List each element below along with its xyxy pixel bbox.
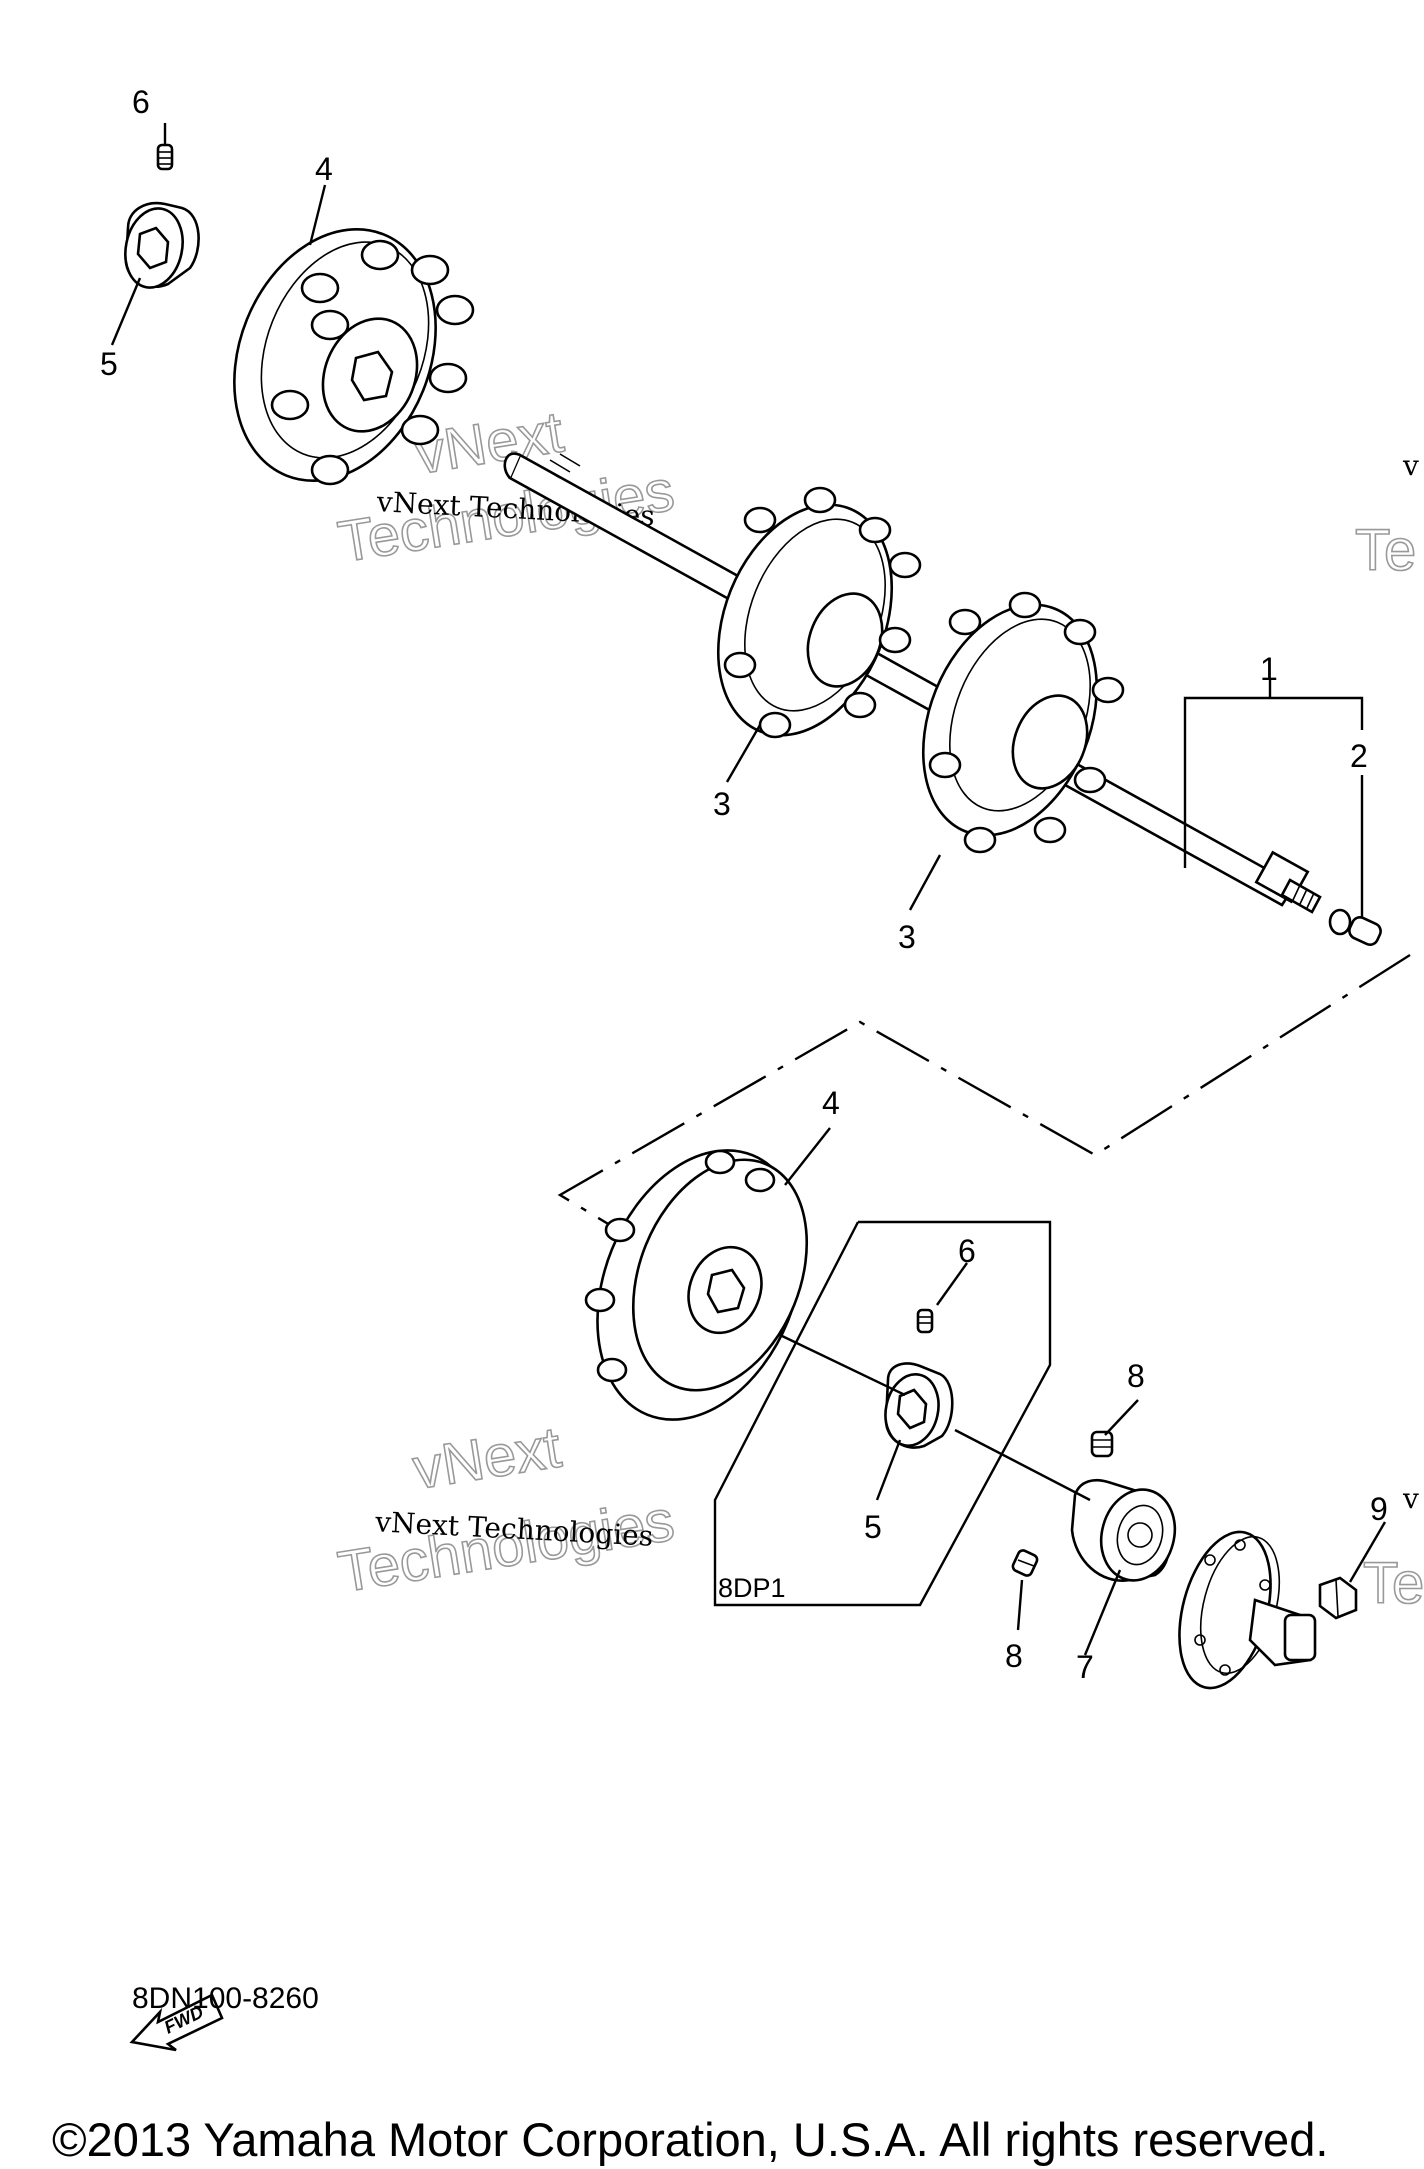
callout-labels: 6 4 5 1 2 3 3 4 6 8 5 9 8 7 8DP1 — [100, 84, 1388, 1685]
guide-lines — [557, 953, 1411, 1227]
callout-9: 9 — [1370, 1491, 1388, 1527]
callout-2: 2 — [1350, 738, 1368, 774]
callout-5-top: 5 — [100, 346, 118, 382]
svg-text:vNext: vNext — [409, 1415, 566, 1502]
bearing-7 — [1070, 1478, 1177, 1582]
set-screw-6-bottom — [916, 1308, 934, 1334]
watermark-bottom: vNext Technologies vNext Technologies — [333, 1414, 679, 1606]
callout-4-top: 4 — [315, 151, 333, 187]
collar-5-top — [124, 201, 200, 289]
group-label: 8DP1 — [718, 1573, 786, 1603]
callout-8-upper: 8 — [1127, 1358, 1145, 1394]
watermark-edge-te-bottom: Te — [1363, 1551, 1424, 1616]
hub-flange — [1178, 1530, 1317, 1690]
drive-shaft-1 — [503, 452, 1322, 914]
watermark-edge-te-top: Te — [1355, 518, 1416, 583]
sprocket-4-bottom — [584, 1149, 809, 1421]
callout-6-top: 6 — [132, 84, 150, 120]
group-box-8dp1 — [713, 1220, 1052, 1607]
callout-4-bottom: 4 — [822, 1085, 840, 1121]
callout-7: 7 — [1076, 1649, 1094, 1685]
watermark-edge-v-top: v — [1402, 449, 1419, 482]
leader-lines-top — [110, 123, 1364, 918]
sprocket-4-top — [233, 228, 475, 486]
leader-lines-bottom — [779, 1127, 1387, 1656]
callout-3-right: 3 — [898, 919, 916, 955]
callout-5-bottom: 5 — [864, 1509, 882, 1545]
copyright-notice: ©2013 Yamaha Motor Corporation, U.S.A. A… — [52, 2113, 1329, 2166]
nut-2 — [1328, 908, 1382, 946]
diagram-part-number: 8DN100-8260 — [132, 1982, 319, 2015]
callout-8-lower: 8 — [1005, 1638, 1023, 1674]
nut-9 — [1318, 1576, 1358, 1620]
set-screw-8-upper — [1090, 1430, 1114, 1458]
sprocket-3-left — [716, 486, 922, 739]
callout-3-left: 3 — [713, 786, 731, 822]
set-screw-8-lower — [1011, 1549, 1039, 1577]
sprocket-3-right — [921, 591, 1125, 854]
watermark-edge-v-bottom: v — [1402, 1482, 1419, 1515]
collar-5-bottom — [884, 1362, 954, 1449]
callout-1: 1 — [1260, 651, 1278, 687]
callout-6-bottom: 6 — [958, 1233, 976, 1269]
set-screw-6-top — [156, 143, 174, 171]
